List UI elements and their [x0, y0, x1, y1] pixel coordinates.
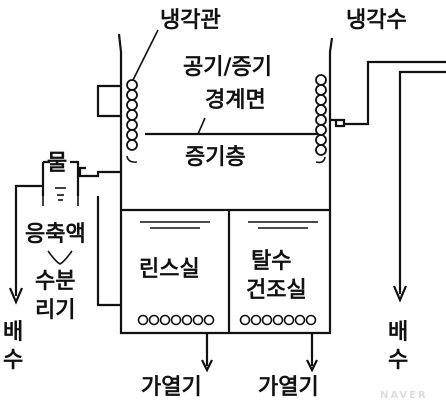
separator-label-1: 수분: [35, 269, 76, 294]
right-heater-coils: [239, 314, 317, 326]
right-trough: [315, 156, 326, 164]
watermark: NAVER: [380, 390, 428, 401]
right-cooling-coil: [315, 74, 327, 156]
water-separator: [41, 160, 80, 196]
air-vapor-label: 공기/증기: [183, 55, 272, 80]
left-heater-arrow: [201, 359, 213, 373]
dry-chamber-label-2: 건조실: [246, 278, 307, 303]
left-drain-label-1: 배: [3, 320, 24, 345]
return-pipe: [96, 196, 121, 307]
separator-bracket: [42, 196, 79, 206]
left-trough: [126, 155, 138, 163]
dry-chamber-label-1: 탈수: [251, 249, 292, 274]
interface-label: 경계면: [205, 88, 266, 113]
separator-chevron: [47, 250, 73, 265]
cooling-pipe-label: 냉각관: [160, 8, 221, 33]
left-heater-label: 가열기: [141, 375, 202, 400]
tank-left-wall: [117, 33, 334, 335]
right-drain-label-2: 수: [388, 348, 409, 373]
cooling-water-label: 냉각수: [346, 8, 407, 33]
interface-pointer: [197, 117, 206, 135]
cooling-water-pipe: [330, 118, 346, 128]
separator-label-2: 리기: [35, 298, 76, 323]
left-drain-arrow: [8, 287, 24, 305]
cooling-pipe-pointer: [132, 29, 159, 81]
water-label: 물: [47, 151, 68, 176]
condensate-pipe: [78, 166, 121, 178]
left-coil-connector: [96, 84, 121, 118]
left-drain-label-2: 수: [3, 348, 24, 373]
right-drain-label-1: 배: [388, 320, 409, 345]
right-heater-label: 가열기: [258, 375, 319, 400]
left-heater-coils: [137, 314, 215, 326]
left-drain-line: [14, 184, 43, 296]
right-drain-pipe: [398, 70, 446, 294]
left-cooling-coil: [126, 79, 138, 151]
right-heater-arrow: [306, 359, 318, 373]
cooling-water-line: [344, 60, 446, 126]
vapor-layer-label: 증기층: [185, 145, 246, 170]
condensate-label: 응축액: [25, 222, 86, 247]
rinse-chamber-label: 린스실: [139, 257, 200, 282]
right-drain-arrow: [392, 285, 408, 303]
